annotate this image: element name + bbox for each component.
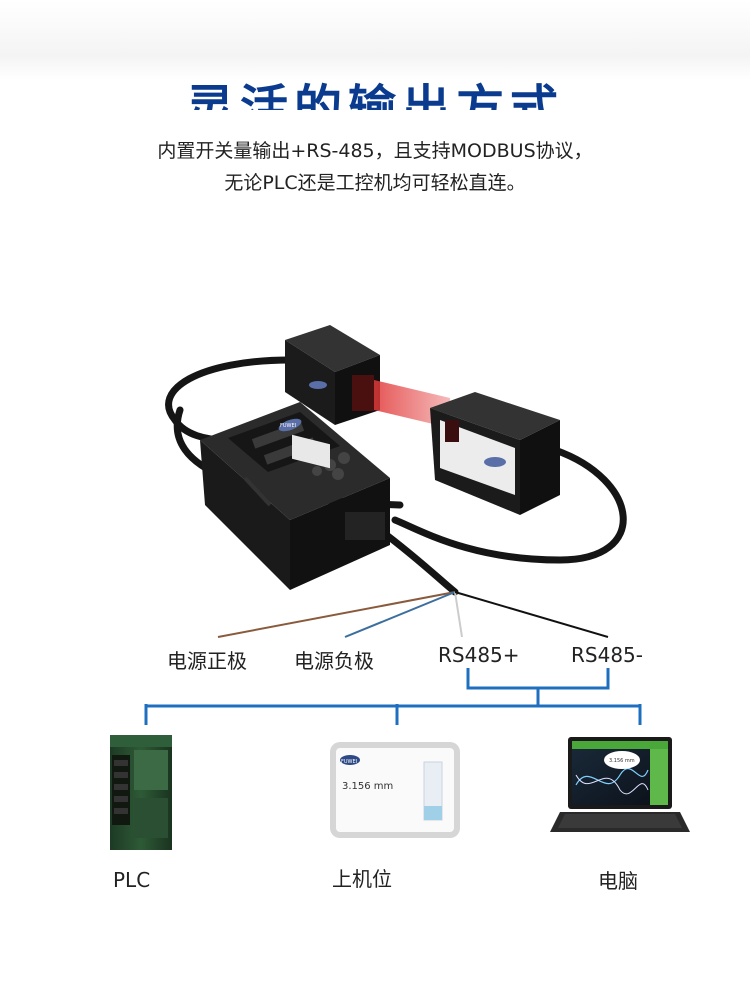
wire-power-negative	[344, 591, 456, 638]
controller-unit	[200, 402, 390, 590]
rs485-connector	[144, 668, 642, 725]
header-background	[0, 0, 750, 80]
host-screen-reading: 3.156 mm	[342, 781, 393, 792]
label-plc: PLC	[113, 868, 151, 892]
plc-device	[110, 735, 172, 850]
subtitle-line-2: 无论PLC还是工控机均可轻松直连。	[224, 172, 526, 194]
wire-rs485-plus	[454, 591, 463, 638]
wire-rs485-minus	[454, 591, 609, 638]
sensor-cable-right	[391, 446, 627, 564]
laptop-screen-reading: 3.156 mm	[609, 758, 635, 764]
label-host: 上机位	[332, 867, 392, 891]
output-cable	[376, 526, 459, 596]
headline: 灵活的输出方式	[0, 50, 750, 110]
host-panel	[330, 742, 460, 838]
subtitle-line-1: 内置开关量输出+RS-485，且支持MODBUS协议，	[157, 140, 593, 162]
headline-text: 灵活的输出方式	[185, 80, 564, 110]
wire-power-positive	[217, 591, 456, 638]
label-power-negative: 电源负极	[294, 649, 374, 673]
controller-brand: FUWEI	[280, 423, 296, 429]
laser-emitter	[285, 325, 380, 469]
label-power-positive: 电源正极	[167, 649, 247, 673]
label-rs485-plus: RS485+	[438, 643, 520, 667]
label-computer: 电脑	[598, 869, 638, 893]
label-rs485-minus: RS485-	[571, 643, 643, 667]
laser-receiver	[430, 392, 560, 515]
laptop	[550, 737, 690, 832]
host-screen-brand: FUWEI	[341, 759, 357, 765]
